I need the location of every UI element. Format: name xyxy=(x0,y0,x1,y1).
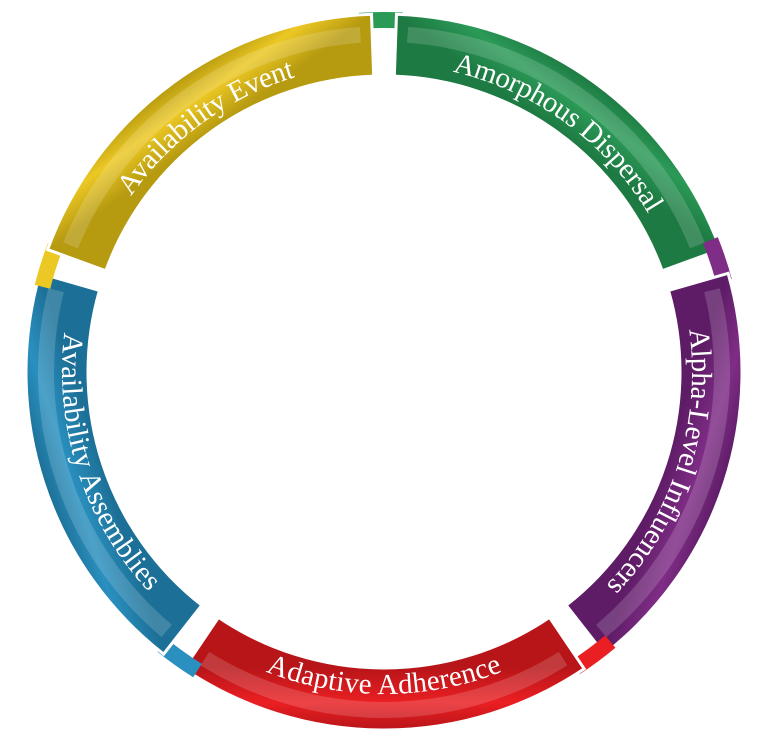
segment-gloss xyxy=(38,288,172,638)
segment-alpha-level-influencers: Alpha-Level Influencers xyxy=(564,237,744,657)
segment-amorphous-dispersal: Amorphous Dispersal xyxy=(358,11,723,273)
segment-tail xyxy=(702,237,732,283)
segment-body xyxy=(392,12,723,273)
segment-availability-event: Availability Event xyxy=(34,12,376,289)
segment-availability-assemblies: Availability Assemblies xyxy=(24,271,204,678)
segment-tail xyxy=(34,242,63,289)
segment-gloss xyxy=(200,651,568,718)
segment-gloss xyxy=(596,288,730,638)
segment-body xyxy=(45,12,376,273)
segment-adaptive-adherence: Adaptive Adherence xyxy=(181,615,616,732)
